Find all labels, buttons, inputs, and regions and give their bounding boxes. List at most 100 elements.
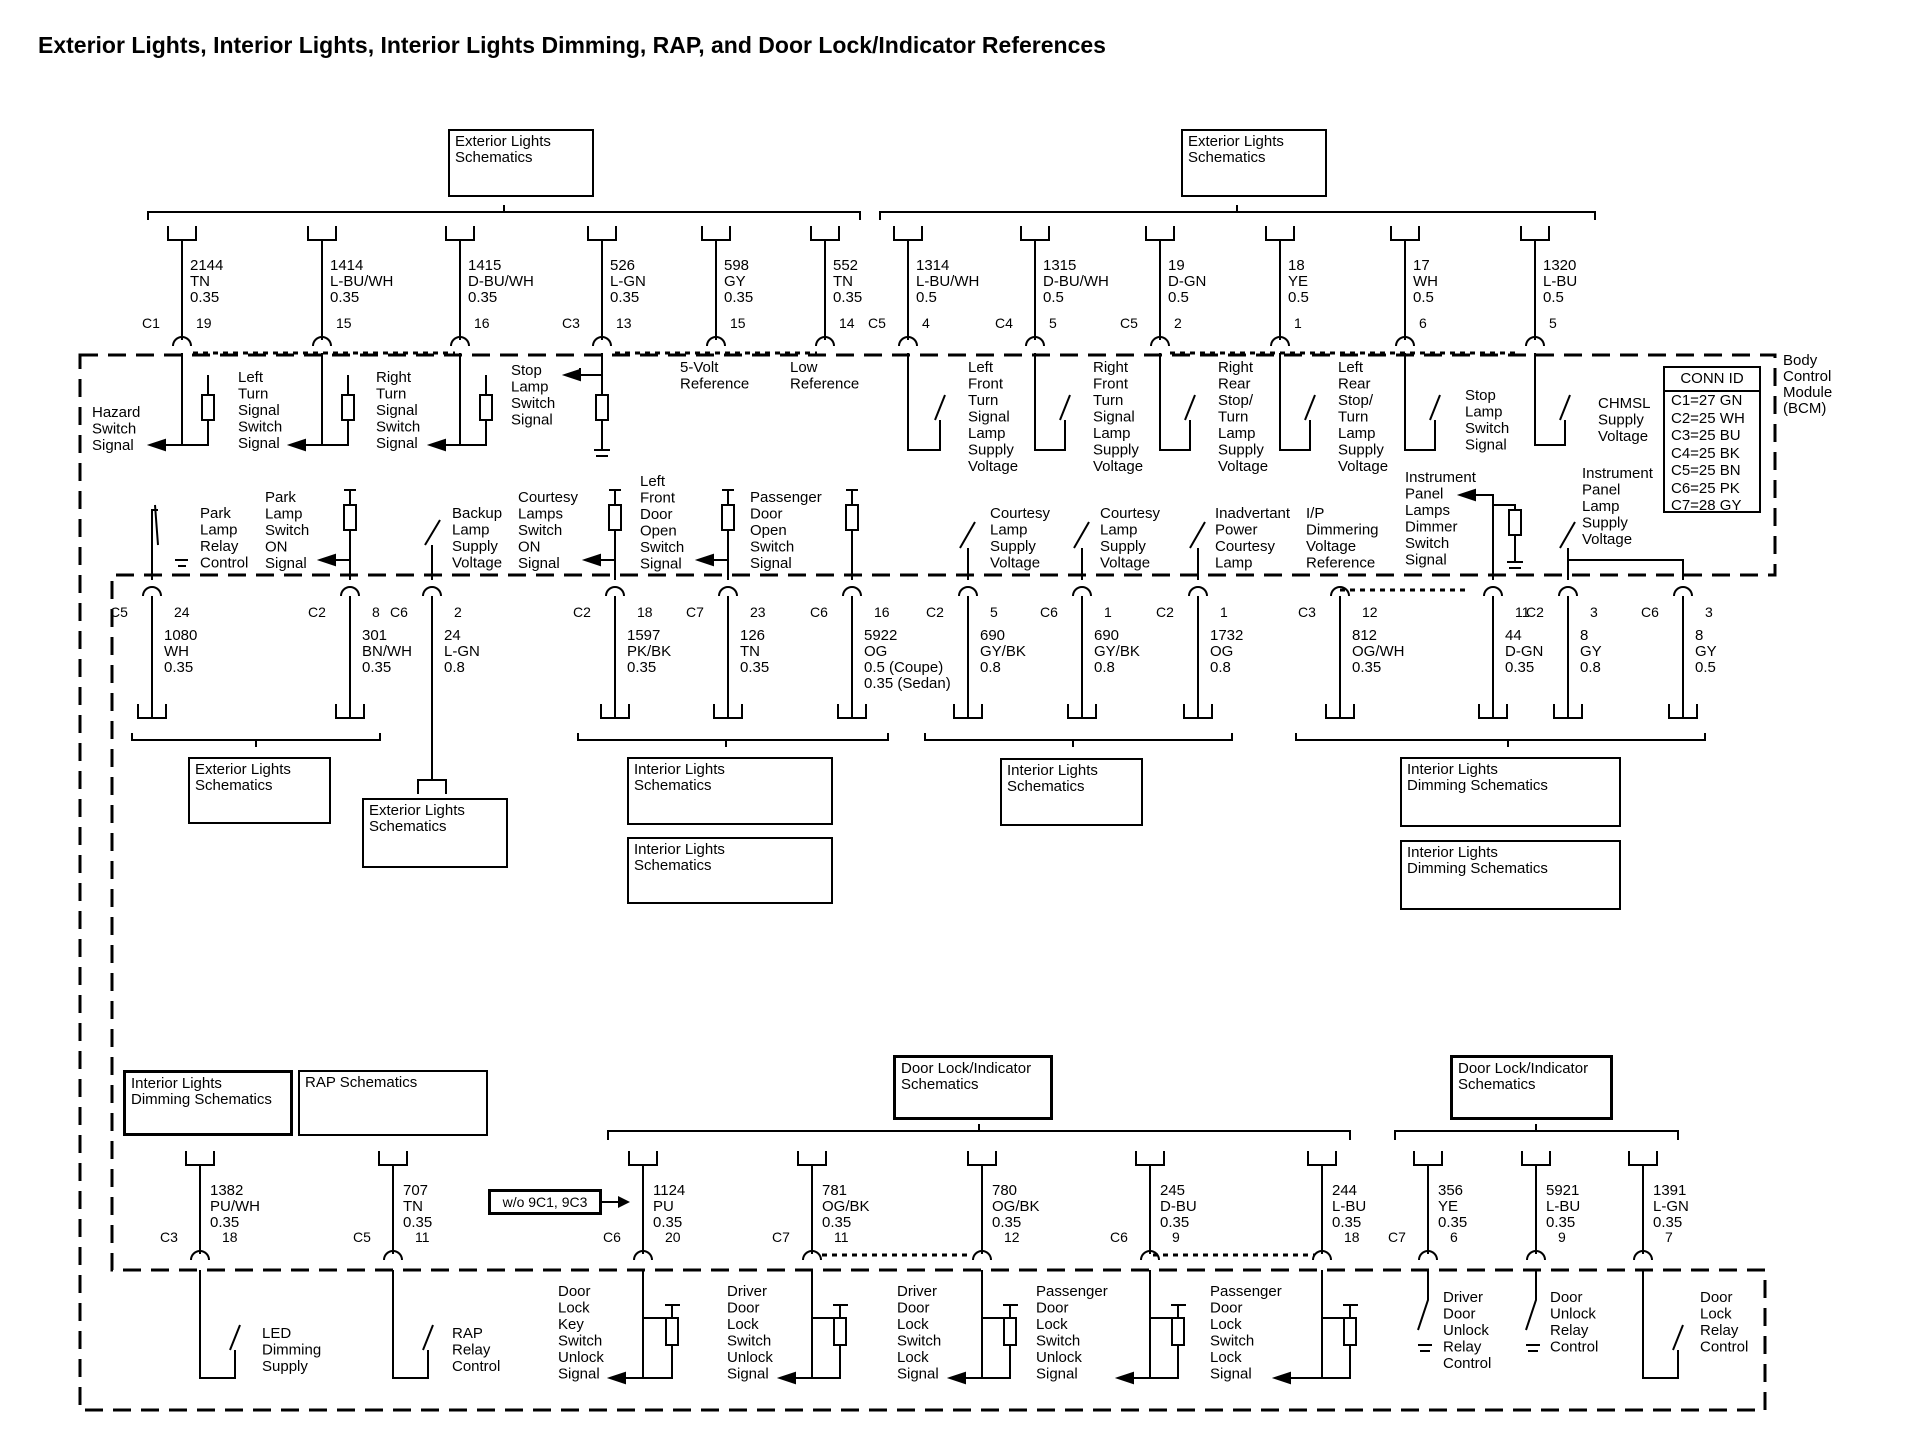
connector-pin bbox=[1395, 336, 1415, 347]
pin-number: 5 bbox=[1049, 315, 1057, 331]
schematic-ref-box[interactable]: Interior Lights Schematics bbox=[627, 757, 833, 825]
schematic-ref-box[interactable]: Exterior Lights Schematics bbox=[188, 757, 331, 824]
connector-stub bbox=[1145, 226, 1175, 241]
connector-stub bbox=[837, 704, 867, 719]
bcm-outline bbox=[78, 353, 1777, 1412]
connector-stub bbox=[445, 226, 475, 241]
connector-stub bbox=[810, 226, 840, 241]
brace bbox=[879, 205, 1596, 220]
pin-number: 8 bbox=[372, 604, 380, 620]
pin-number: 14 bbox=[839, 315, 855, 331]
connector-stub bbox=[1265, 226, 1295, 241]
brace bbox=[131, 733, 381, 747]
connector-pin bbox=[958, 586, 978, 597]
pin-number: 9 bbox=[1558, 1229, 1566, 1245]
pin-number: 18 bbox=[637, 604, 653, 620]
connector-stub bbox=[953, 704, 983, 719]
connector-pin bbox=[1526, 1250, 1546, 1261]
connector-name: C2 bbox=[308, 604, 326, 620]
schematic-ref-box[interactable]: Interior Lights Schematics bbox=[627, 837, 833, 904]
pin-number: 2 bbox=[454, 604, 462, 620]
connector-id-row: C1=27 GN bbox=[1671, 392, 1743, 409]
connector-id-table: CONN ID C1=27 GN C2=25 WH C3=25 BU C4=25… bbox=[1663, 366, 1761, 514]
pin-number: 11 bbox=[834, 1229, 849, 1245]
connector-stub bbox=[137, 704, 167, 719]
connector-stub bbox=[1020, 226, 1050, 241]
pin-number: 2 bbox=[1174, 315, 1182, 331]
connector-pin bbox=[1418, 1250, 1438, 1261]
schematic-ref-box[interactable]: RAP Schematics bbox=[298, 1070, 488, 1136]
schematic-ref-box[interactable]: Exterior Lights Schematics bbox=[362, 798, 508, 868]
schematic-ref-box[interactable]: Door Lock/Indicator Schematics bbox=[1450, 1055, 1613, 1120]
connector-stub bbox=[378, 1151, 408, 1166]
schematic-ref-box[interactable]: Interior Lights Dimming Schematics bbox=[1400, 840, 1621, 910]
pin-number: 6 bbox=[1450, 1229, 1458, 1245]
pin-number: 3 bbox=[1705, 604, 1713, 620]
connector-pin bbox=[142, 586, 162, 597]
connector-pin bbox=[1330, 586, 1350, 597]
schematic-ref-box[interactable]: Exterior Lights Schematics bbox=[448, 129, 594, 197]
connector-id-row: C7=28 GY bbox=[1671, 497, 1742, 514]
schematic-ref-box[interactable]: Exterior Lights Schematics bbox=[1181, 129, 1327, 197]
schematic-ref-box[interactable]: Interior Lights Schematics bbox=[1000, 758, 1143, 826]
pin-number: 12 bbox=[1004, 1229, 1020, 1245]
connector-stub bbox=[1668, 704, 1698, 719]
connector-stub bbox=[1307, 1151, 1337, 1166]
connector-stub bbox=[1553, 704, 1583, 719]
connector-name: C6 bbox=[810, 604, 828, 620]
connector-pin bbox=[718, 586, 738, 597]
brace bbox=[147, 205, 861, 220]
pin-number: 1 bbox=[1220, 604, 1228, 620]
schematic-ref-box[interactable]: Door Lock/Indicator Schematics bbox=[893, 1055, 1053, 1120]
schematic-ref-box[interactable]: Interior Lights Dimming Schematics bbox=[123, 1070, 293, 1136]
schematic-ref-box[interactable]: Interior Lights Dimming Schematics bbox=[1400, 757, 1621, 827]
connector-name: C6 bbox=[1641, 604, 1659, 620]
connector-name: C3 bbox=[1298, 604, 1316, 620]
page-title: Exterior Lights, Interior Lights, Interi… bbox=[38, 32, 1106, 58]
pin-number: 24 bbox=[174, 604, 190, 620]
pin-number: 5 bbox=[990, 604, 998, 620]
connector-stub bbox=[1628, 1151, 1658, 1166]
connector-name: C2 bbox=[1526, 604, 1544, 620]
connector-name: C3 bbox=[562, 315, 580, 331]
connector-stub bbox=[797, 1151, 827, 1166]
pin-number: 7 bbox=[1665, 1229, 1673, 1245]
connector-stub bbox=[967, 1151, 997, 1166]
row1-internals bbox=[146, 353, 1571, 457]
pin-number: 11 bbox=[415, 1229, 430, 1245]
pin-number: 1 bbox=[1294, 315, 1302, 331]
connector-name: C5 bbox=[1120, 315, 1138, 331]
connector-pin bbox=[1312, 1250, 1332, 1261]
connector-stub bbox=[335, 704, 365, 719]
connector-pin bbox=[592, 336, 612, 347]
pin-number: 13 bbox=[616, 315, 632, 331]
